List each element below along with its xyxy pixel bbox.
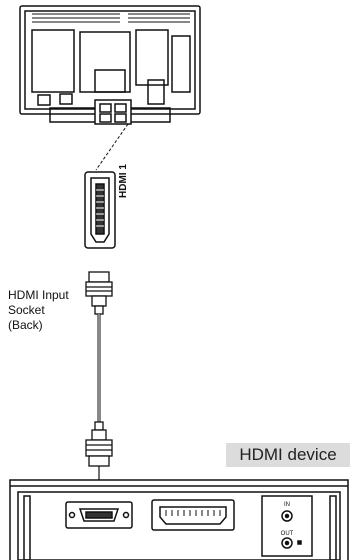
jack-in-label: IN: [284, 502, 290, 508]
hdmi-plug-top: [85, 271, 113, 315]
socket-label-line-1: HDMI Input: [8, 288, 69, 302]
hdmi-socket-enlarged: [84, 171, 116, 249]
socket-label-line-3: (Back): [8, 318, 43, 332]
socket-label-line-2: Socket: [8, 303, 45, 317]
hdmi-plug-bottom: [85, 421, 113, 467]
tv-back: [19, 5, 201, 125]
device-label: HDMI device: [226, 443, 350, 467]
leader-line: [95, 123, 129, 171]
jack-out-label: OUT: [281, 531, 294, 537]
hdmi-device-panel: [9, 479, 349, 560]
port-label-hdmi1: HDMI 1: [118, 164, 129, 198]
socket-label: HDMI Input Socket (Back): [8, 288, 69, 333]
